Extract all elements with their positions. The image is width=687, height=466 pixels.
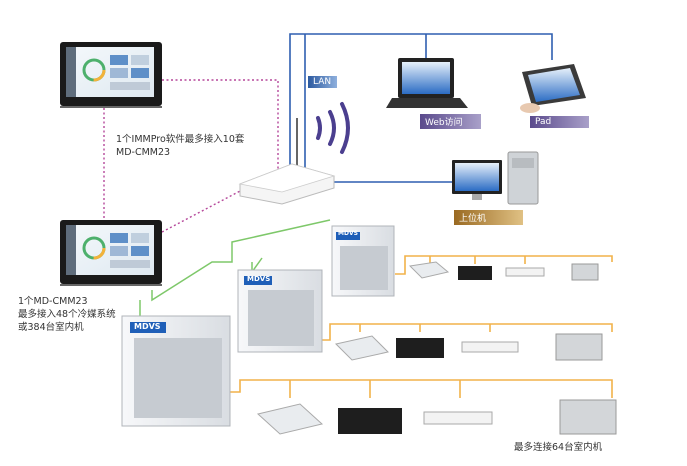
brand-medium: MDVS (247, 275, 271, 283)
tablet (520, 64, 586, 113)
refrigerant-lines (230, 255, 613, 398)
lan-tag: LAN (308, 76, 338, 88)
indoor-units-row-1 (408, 261, 599, 281)
web-tag: Web访问 (420, 114, 481, 129)
indoor-units-row-3 (256, 399, 617, 435)
desktop-pc (452, 151, 539, 205)
brand-small: MDVS (338, 230, 358, 237)
laptop (386, 58, 468, 108)
cmm-label-1: 1个MD-CMM23 (18, 296, 88, 307)
indoor-units-row-2 (335, 333, 603, 361)
pad-tag: Pad (530, 116, 589, 128)
outdoor-unit-large (121, 315, 231, 427)
controller-top (60, 42, 162, 108)
controller-bottom (60, 220, 162, 286)
cmm-label-2: 最多接入48个冷媒系统 (18, 309, 116, 320)
brand-large: MDVS (134, 322, 161, 331)
cmm-label-3: 或384台室内机 (18, 322, 84, 333)
outdoor-unit-small (331, 225, 395, 297)
immpro-model-label: MD-CMM23 (116, 147, 171, 158)
lan-lines (289, 33, 553, 183)
host-tag: 上位机 (454, 210, 523, 225)
max-indoor-label: 最多连接64台室内机 (514, 442, 603, 453)
bus-lines (103, 79, 279, 233)
outdoor-unit-medium (237, 269, 323, 353)
immpro-label: 1个IMMPro软件最多接入10套 (116, 134, 245, 145)
wifi-icon (316, 102, 350, 154)
router (238, 118, 336, 205)
